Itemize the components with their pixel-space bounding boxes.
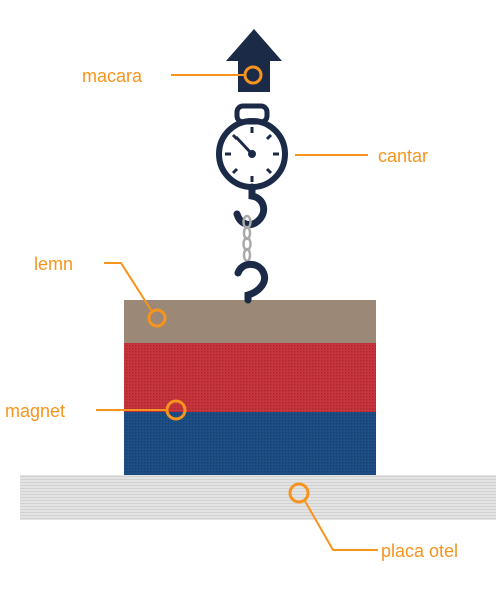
magnet-north-half — [124, 343, 376, 412]
steel-marker — [288, 482, 310, 504]
wood-marker — [147, 308, 167, 328]
wood-label: lemn — [34, 254, 73, 274]
steel-plate-label: placa otel — [381, 541, 458, 561]
crane-marker — [243, 65, 263, 85]
crane-label: macara — [82, 66, 143, 86]
up-arrow-icon — [226, 29, 282, 92]
magnet-marker — [165, 399, 187, 421]
stopwatch-scale-icon — [216, 103, 288, 190]
steel-leader-line — [304, 500, 378, 551]
magnet-south-half — [124, 412, 376, 475]
chain-icon — [242, 214, 252, 263]
wood-leader-line — [104, 262, 152, 311]
lower-hook-icon — [234, 260, 269, 304]
scale-label: cantar — [378, 146, 428, 166]
upper-hook-icon — [233, 183, 268, 228]
steel-plate — [20, 475, 496, 520]
wood-block — [124, 300, 376, 343]
magnet-label: magnet — [5, 401, 65, 421]
